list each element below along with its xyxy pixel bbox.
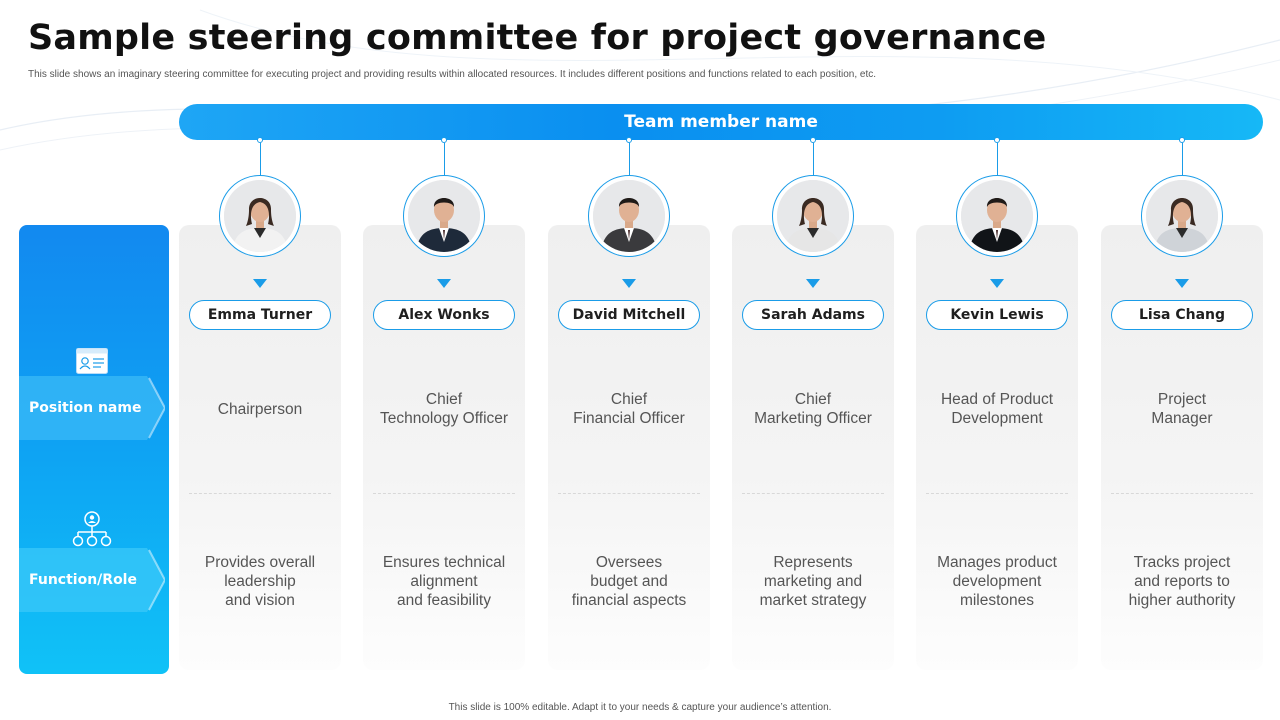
- person-photo: [777, 180, 849, 252]
- team-member-header-bar: Team member name: [179, 104, 1263, 140]
- person-photo: [224, 180, 296, 252]
- person-photo: [408, 180, 480, 252]
- function-text: Manages product development milestones: [937, 553, 1057, 609]
- connector-line: [628, 143, 630, 175]
- connector-line: [1181, 143, 1183, 175]
- avatar-photo: [224, 180, 296, 252]
- member-column: [732, 225, 894, 670]
- member-name: Emma Turner: [189, 300, 331, 330]
- avatar: [1141, 175, 1223, 257]
- connector-dot: [257, 137, 263, 143]
- team-bar-label: Team member name: [624, 112, 818, 132]
- connector-dot: [441, 137, 447, 143]
- org-hierarchy-icon: [72, 511, 112, 547]
- position-text: Chief Financial Officer: [573, 391, 685, 427]
- connector-line: [812, 143, 814, 175]
- avatar: [772, 175, 854, 257]
- position-text: Project Manager: [1151, 391, 1213, 427]
- member-name: Alex Wonks: [373, 300, 515, 330]
- person-photo: [593, 180, 665, 252]
- member-column: [1101, 225, 1263, 670]
- row-divider: [926, 493, 1068, 494]
- position-text: Head of Product Development: [940, 391, 1053, 427]
- member-name: Kevin Lewis: [926, 300, 1068, 330]
- connector-dot: [810, 137, 816, 143]
- position-text: Chief Technology Officer: [379, 391, 509, 427]
- row-divider: [189, 493, 331, 494]
- caret-down-icon: [1175, 279, 1189, 288]
- row-divider: [742, 493, 884, 494]
- function-text: Represents marketing and market strategy: [759, 553, 867, 609]
- caret-down-icon: [990, 279, 1004, 288]
- connector-dot: [994, 137, 1000, 143]
- avatar: [403, 175, 485, 257]
- member-column: [548, 225, 710, 670]
- function-text: Provides overall leadership and vision: [204, 553, 316, 609]
- page-subtitle: This slide shows an imaginary steering c…: [28, 69, 877, 80]
- page-title: Sample steering committee for project go…: [28, 18, 1047, 58]
- member-column: [179, 225, 341, 670]
- function-text: Tracks project and reports to higher aut…: [1128, 553, 1236, 609]
- function-role-label: Function/Role: [19, 548, 165, 612]
- member-column: [916, 225, 1078, 670]
- connector-dot: [1179, 137, 1185, 143]
- row-divider: [558, 493, 700, 494]
- caret-down-icon: [437, 279, 451, 288]
- position-text: Chief Marketing Officer: [754, 391, 872, 427]
- person-photo: [1146, 180, 1218, 252]
- position-name-label: Position name: [19, 376, 165, 440]
- avatar: [219, 175, 301, 257]
- row-divider: [1111, 493, 1253, 494]
- member-column: [363, 225, 525, 670]
- connector-line: [996, 143, 998, 175]
- avatar-photo: [777, 180, 849, 252]
- avatar-photo: [408, 180, 480, 252]
- avatar-photo: [961, 180, 1033, 252]
- position-text: Chairperson: [217, 400, 303, 418]
- connector-line: [259, 143, 261, 175]
- member-name: David Mitchell: [558, 300, 700, 330]
- caret-down-icon: [622, 279, 636, 288]
- caret-down-icon: [253, 279, 267, 288]
- avatar: [588, 175, 670, 257]
- avatar: [956, 175, 1038, 257]
- person-photo: [961, 180, 1033, 252]
- function-text: Ensures technical alignment and feasibil…: [382, 553, 506, 609]
- row-divider: [373, 493, 515, 494]
- caret-down-icon: [806, 279, 820, 288]
- id-card-icon: [76, 348, 108, 374]
- member-name: Sarah Adams: [742, 300, 884, 330]
- avatar-photo: [1146, 180, 1218, 252]
- avatar-photo: [593, 180, 665, 252]
- function-text: Oversees budget and financial aspects: [571, 553, 687, 609]
- connector-dot: [626, 137, 632, 143]
- footer-note: This slide is 100% editable. Adapt it to…: [448, 702, 832, 713]
- member-name: Lisa Chang: [1111, 300, 1253, 330]
- connector-line: [443, 143, 445, 175]
